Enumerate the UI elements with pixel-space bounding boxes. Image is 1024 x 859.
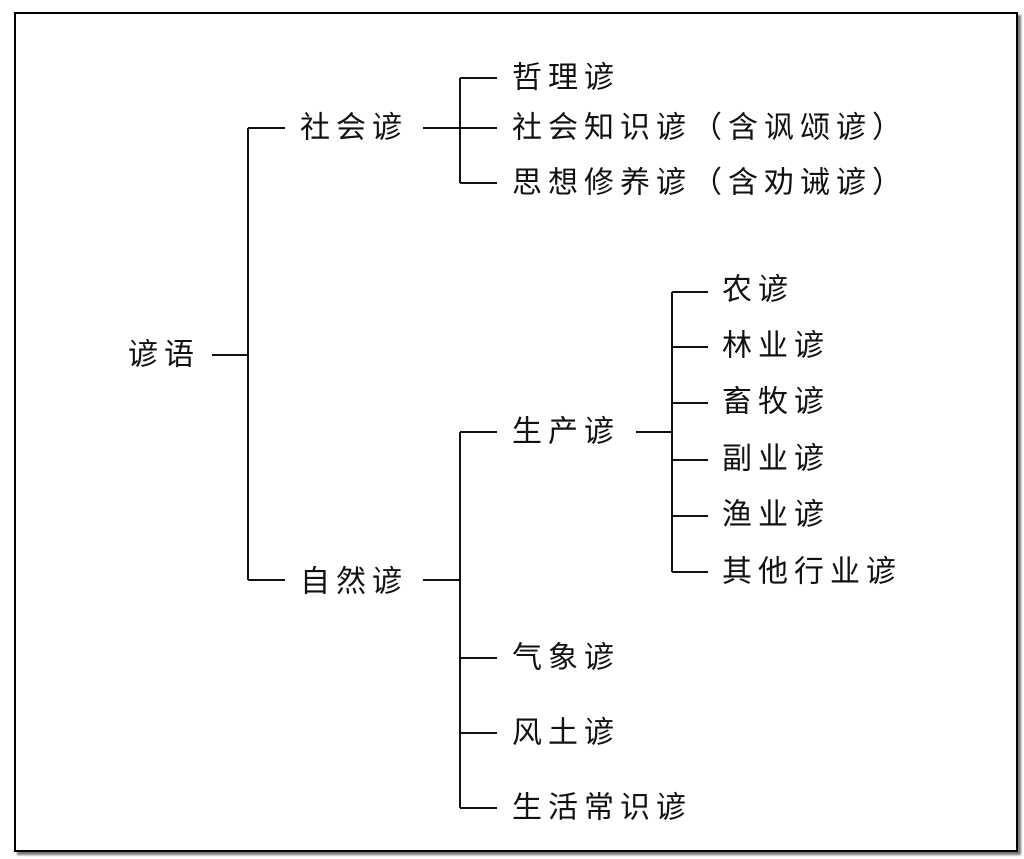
node-production-child: 林业谚 [722,329,830,364]
node-social-child: 思想修养谚（含劝诫谚） [512,166,908,201]
node-production-child: 渔业谚 [722,498,830,533]
node-root: 谚语 [128,338,200,373]
node-natural-child: 生活常识谚 [512,791,692,826]
node-social-child: 社会知识谚（含讽颂谚） [512,111,908,146]
node-natural-child: 风土谚 [512,716,620,751]
node-production-child: 副业谚 [722,442,830,477]
node-production-child: 畜牧谚 [722,385,830,420]
node-social-child: 哲理谚 [512,61,620,96]
node-natural: 自然谚 [300,565,408,600]
node-production-child: 农谚 [722,273,794,308]
node-production-child: 其他行业谚 [722,555,902,590]
node-natural-child: 气象谚 [512,641,620,676]
diagram-frame [14,12,1018,852]
connector-lines [212,77,708,809]
node-production: 生产谚 [512,415,620,450]
node-social: 社会谚 [300,111,408,146]
